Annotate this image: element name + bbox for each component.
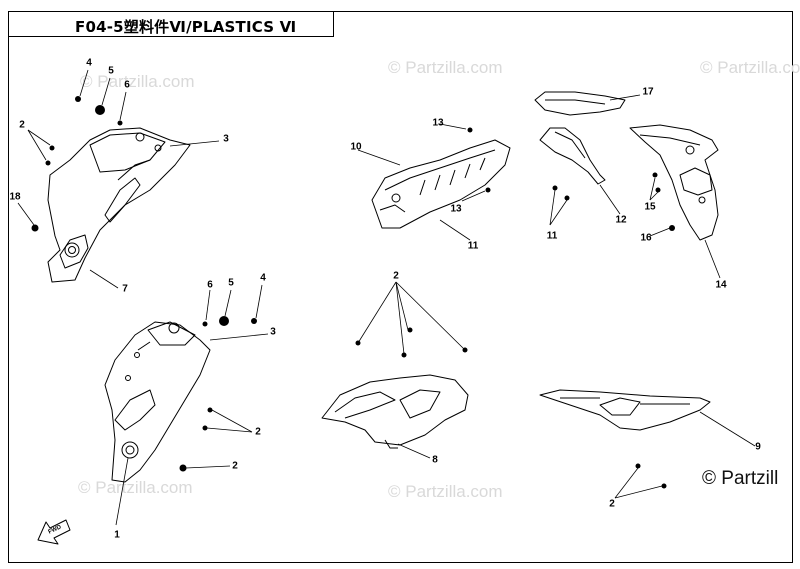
callout-2: 2 [393, 270, 399, 282]
part-8-side-cover [321, 374, 469, 449]
callout-9: 9 [755, 441, 761, 453]
callout-2: 2 [255, 426, 261, 438]
callout-3: 3 [270, 326, 276, 338]
part-17-seat-cover [534, 91, 626, 116]
callout-6: 6 [124, 79, 130, 91]
watermark-text: © Partzilla.com [388, 482, 503, 501]
part-14-rear-fender [629, 124, 719, 241]
title-box: F04-5塑料件Ⅵ/PLASTICS Ⅵ [8, 11, 334, 37]
callout-13: 13 [450, 203, 462, 215]
callout-17: 17 [642, 86, 654, 98]
callout-10: 10 [350, 141, 362, 153]
fwd-arrow-icon [37, 519, 71, 545]
watermark-text: © Partzilla.com [700, 58, 800, 77]
part-12-bracket [539, 127, 606, 185]
diagram-frame [8, 36, 793, 563]
callout-13: 13 [432, 117, 444, 129]
callout-8: 8 [432, 454, 438, 466]
callout-11: 11 [546, 230, 558, 242]
callout-4: 4 [86, 57, 92, 69]
callout-14: 14 [715, 279, 727, 291]
callout-12: 12 [615, 214, 627, 226]
callout-3: 3 [223, 133, 229, 145]
callout-7: 7 [122, 283, 128, 295]
callout-18: 18 [9, 191, 21, 203]
callout-2: 2 [19, 119, 25, 131]
watermark-corner: © Partzill [702, 468, 779, 489]
watermark-text: © Partzilla.com [78, 478, 193, 497]
callout-11: 11 [467, 240, 479, 252]
part-10-top-cover [371, 139, 511, 229]
callout-16: 16 [640, 232, 652, 244]
fasteners [31, 96, 675, 489]
diagram-title: F04-5塑料件Ⅵ/PLASTICS Ⅵ [75, 18, 297, 36]
callout-6: 6 [207, 279, 213, 291]
callout-15: 15 [644, 201, 656, 213]
leader-lines [17, 69, 756, 526]
watermark-text: © Partzilla.com [80, 72, 195, 91]
frame-top-border [334, 11, 793, 12]
watermark-text: © Partzilla.com [388, 58, 503, 77]
callout-1: 1 [114, 529, 120, 541]
part-9-chain-guard [539, 389, 711, 431]
callout-5: 5 [108, 65, 114, 77]
part-1-lower-side-panel [104, 321, 211, 483]
callout-5: 5 [228, 277, 234, 289]
callout-2: 2 [232, 460, 238, 472]
callout-2: 2 [609, 498, 615, 510]
frame-right-top-border [792, 11, 793, 37]
callout-4: 4 [260, 272, 266, 284]
part-7-upper-side-panel [47, 127, 191, 283]
